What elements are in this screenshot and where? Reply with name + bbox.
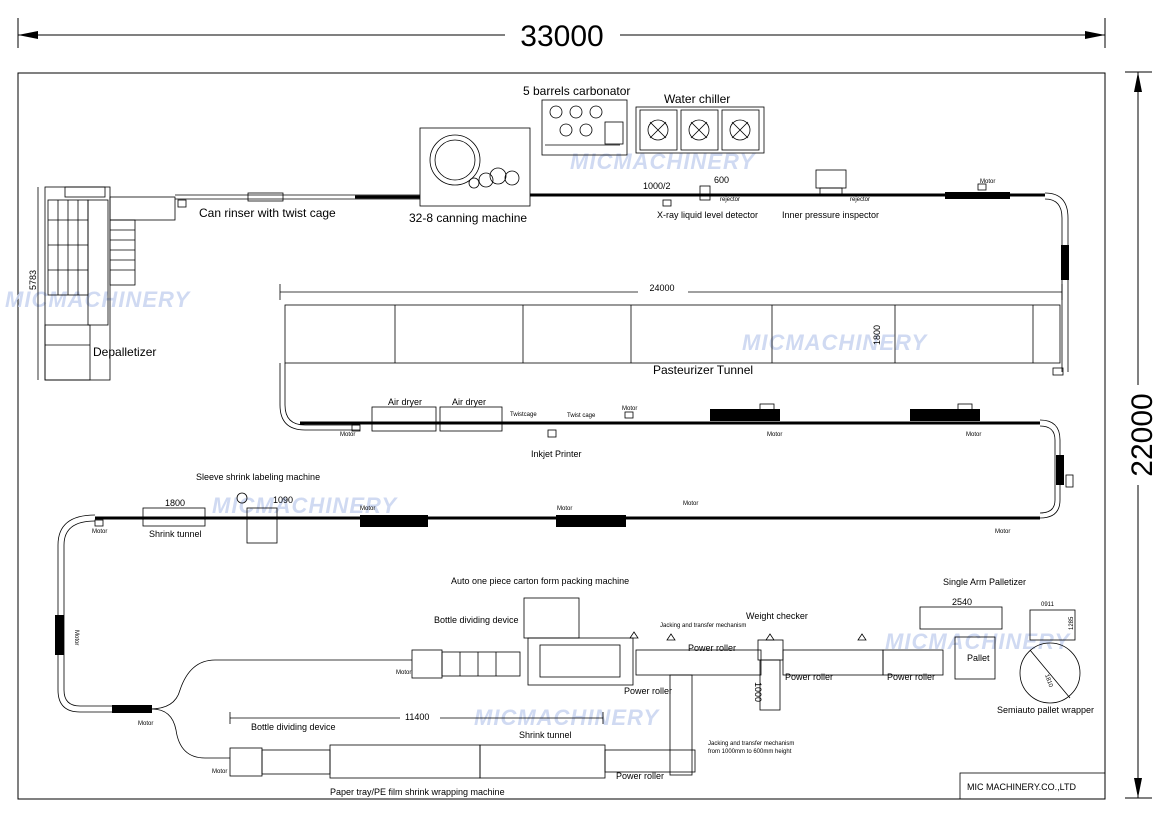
motor-label-5: Motor (966, 432, 981, 438)
wrapper-width-label: 0911 (1041, 602, 1055, 608)
line-four: Motor Motor Bottle dividing device Auto … (112, 576, 1094, 776)
shrink-wrapper-label: Paper tray/PE film shrink wrapping machi… (330, 787, 505, 797)
xray-label: X-ray liquid level detector (657, 210, 758, 220)
motor-label-4: Motor (767, 432, 782, 438)
palletizer-label: Single Arm Palletizer (943, 577, 1026, 587)
motor-label-6: Motor (92, 529, 107, 535)
power-roller-2-label: Power roller (624, 686, 672, 696)
line-three: 1800 Shrink tunnel Sleeve shrink labelin… (55, 472, 1040, 713)
shrink-tunnel-top-dim: 1800 (165, 498, 185, 508)
bottle-dividing-2-label: Bottle dividing device (251, 722, 336, 732)
depalletizer-label: Depalletizer (93, 345, 156, 359)
line-five: 11400 Bottle dividing device Motor Shrin… (151, 708, 794, 797)
shrink-wrap-length-label: 11400 (405, 712, 429, 722)
motor-label-14: Motor (212, 769, 227, 775)
top-conveyor-line: Motor Can rinser with twist cage (175, 179, 1069, 372)
xray-detector: 1000/2 600 rejector X-ray liquid level d… (643, 175, 758, 220)
canning-machine-label: 32-8 canning machine (409, 211, 527, 225)
watermark-3: MICMACHINERY (742, 330, 928, 355)
pallet-wrapper-label: Semiauto pallet wrapper (997, 705, 1094, 715)
watermark-2: MICMACHINERY (5, 287, 191, 312)
pallet-label: Pallet (967, 653, 990, 663)
jacking-height-label: 1000 (753, 682, 763, 702)
motor-label-13: Motor (396, 670, 411, 676)
motor-label-3: Motor (340, 432, 355, 438)
weight-checker-label: Weight checker (746, 611, 808, 621)
rejector-label-1: rejector (720, 197, 740, 203)
motor-label-7: Motor (683, 501, 698, 507)
shrink-tunnel-bottom-label: Shrink tunnel (519, 730, 572, 740)
carbonator: 5 barrels carbonator (523, 84, 630, 156)
twist-cage-2-label: Twist cage (567, 413, 596, 419)
motor-label-9: Motor (360, 506, 375, 512)
motor-label-2: Motor (622, 406, 637, 412)
air-dryer-2-label: Air dryer (452, 397, 486, 407)
pasteurizer-label: Pasteurizer Tunnel (653, 363, 753, 377)
palletizer-width-label: 2540 (952, 597, 972, 607)
overall-height-dimension: 22000 (1122, 71, 1159, 799)
depalletizer: 5783 Depalletizer (28, 186, 176, 381)
can-rinser-label: Can rinser with twist cage (199, 206, 336, 220)
water-chiller-label: Water chiller (664, 92, 730, 106)
power-roller-5-label: Power roller (616, 771, 664, 781)
wrapper-diameter-label: 1810 (1043, 674, 1053, 689)
motor-label-11: Motor (73, 630, 79, 645)
rejector-label-2: rejector (850, 197, 870, 203)
drawing-frame (17, 72, 1106, 800)
carbonator-label: 5 barrels carbonator (523, 84, 630, 98)
labeler-dim-label: 1090 (273, 495, 293, 505)
depalletizer-height-label: 5783 (28, 270, 38, 290)
overall-width-label: 33000 (520, 20, 603, 53)
water-chiller: Water chiller (635, 92, 765, 154)
jacking-2-label: Jacking and transfer mechanism (708, 741, 794, 747)
motor-label-1: Motor (980, 179, 995, 185)
carton-packer-label: Auto one piece carton form packing machi… (451, 576, 629, 586)
xray-offset-label: 600 (714, 175, 729, 185)
company-label: MIC MACHINERY.CO.,LTD (967, 782, 1077, 792)
canning-machine: 32-8 canning machine (409, 127, 531, 225)
motor-label-8: Motor (557, 506, 572, 512)
overall-width-dimension: 33000 (17, 18, 1106, 53)
title-block: MIC MACHINERY.CO.,LTD (959, 772, 1106, 800)
air-dryer-1-label: Air dryer (388, 397, 422, 407)
pasteurizer-tunnel: 24000 1800 Pasteurizer Tunnel (279, 283, 1064, 431)
power-roller-1-label: Power roller (688, 643, 736, 653)
watermark-6: MICMACHINERY (474, 705, 660, 730)
pasteurizer-width-label: 1800 (872, 325, 882, 345)
inner-pressure-label: Inner pressure inspector (782, 210, 879, 220)
bottle-dividing-1-label: Bottle dividing device (434, 615, 519, 625)
jacking-2-note: from 1000mm to 600mm height (708, 749, 792, 755)
pasteurizer-length-label: 24000 (649, 283, 674, 293)
shrink-tunnel-top-label: Shrink tunnel (149, 529, 202, 539)
sleeve-labeler-label: Sleeve shrink labeling machine (196, 472, 320, 482)
inkjet-label: Inkjet Printer (531, 449, 582, 459)
power-roller-3-label: Power roller (785, 672, 833, 682)
motor-label-12: Motor (138, 721, 153, 727)
power-roller-4-label: Power roller (887, 672, 935, 682)
line-two: Air dryer Air dryer Twistcage Twist cage… (300, 397, 1074, 519)
inner-pressure-inspector: rejector Inner pressure inspector (782, 169, 879, 220)
motor-label-10: Motor (995, 529, 1010, 535)
jacking-1-label: Jacking and transfer mechanism (660, 623, 746, 629)
overall-height-label: 22000 (1126, 393, 1159, 476)
twist-cage-1-label: Twistcage (510, 412, 537, 418)
xray-dim-label: 1000/2 (643, 181, 671, 191)
watermark-4: MICMACHINERY (212, 493, 398, 518)
wrapper-height-label: 1285 (1069, 616, 1075, 630)
